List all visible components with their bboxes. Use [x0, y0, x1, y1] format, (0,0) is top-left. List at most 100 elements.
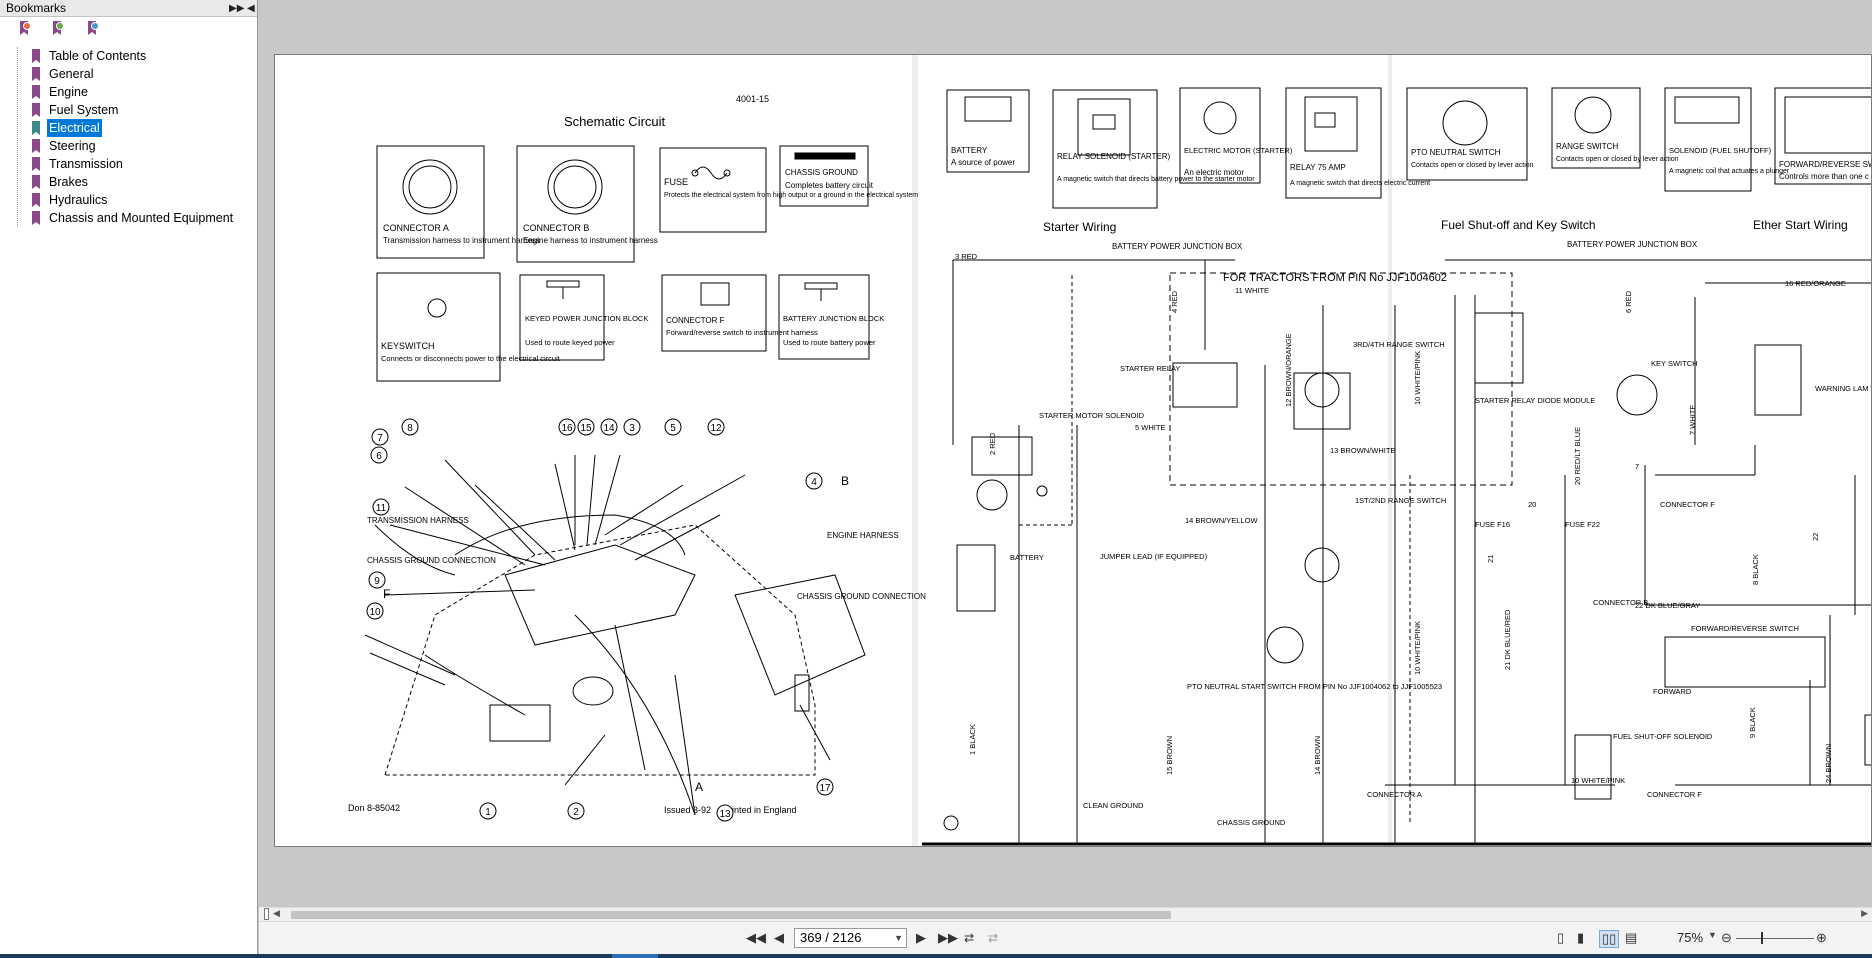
wire-label: 8 BLACK: [1751, 554, 1760, 585]
legend-desc-6: A magnetic coil that actuates a plunger: [1669, 168, 1790, 175]
scroll-right-icon[interactable]: ▶: [1861, 908, 1868, 918]
navigation-toolbar: ◀◀ ◀ 369 / 2126 ▼ ▶ ▶▶ ⇄ ⇄ ▯ ▮ ▯▯ ▤ 75% …: [259, 921, 1872, 954]
bookmark-icon: [32, 139, 40, 153]
page-dropdown-icon[interactable]: ▼: [894, 933, 903, 943]
zoom-in-icon[interactable]: ⊕: [1816, 930, 1827, 945]
legend-title-1: RELAY SOLENOID (STARTER): [1057, 152, 1171, 161]
component-label: WARNING LAM TEST RELAY: [1815, 384, 1872, 393]
footer-printed: Printed in England: [723, 805, 797, 815]
next-page-icon[interactable]: ▶: [916, 930, 926, 945]
label-transmission-harness: TRANSMISSION HARNESS: [367, 516, 469, 525]
box-desc-3: Completes battery circuit: [785, 181, 874, 190]
callout-label: 16: [561, 423, 573, 434]
bookmark-icon: [32, 211, 40, 225]
component-label: CONNECTOR F: [1660, 500, 1715, 509]
resize-grip[interactable]: [264, 908, 269, 920]
callout-number: 13: [716, 804, 734, 822]
box-desc-7: Used to route battery power: [783, 338, 876, 347]
box-desc-2: Protects the electrical system from high…: [664, 192, 918, 199]
bookmark-item[interactable]: Brakes: [0, 173, 258, 191]
box-title-7: BATTERY JUNCTION BLOCK: [783, 314, 884, 323]
bookmark-item[interactable]: Steering: [0, 137, 258, 155]
bookmark-item[interactable]: Transmission: [0, 155, 258, 173]
bookmark-icon: [32, 67, 40, 81]
label-chassis-ground-2: CHASSIS GROUND CONNECTION: [797, 592, 926, 601]
next-view-icon[interactable]: ⇄: [988, 931, 999, 945]
component-label: STARTER MOTOR SOLENOID: [1039, 411, 1145, 420]
box-title-4: KEYSWITCH: [381, 341, 435, 351]
zoom-level[interactable]: 75%: [1677, 930, 1704, 945]
callout-label: 13: [719, 809, 731, 820]
wire-label: 12 BROWN/ORANGE: [1284, 333, 1293, 407]
wire-label: 20: [1528, 500, 1536, 509]
wire-label: 14 BROWN/YELLOW: [1185, 516, 1258, 525]
bookmark-icon: [32, 175, 40, 189]
zoom-slider-track[interactable]: [1736, 938, 1814, 939]
zoom-dropdown-icon[interactable]: ▼: [1708, 930, 1717, 940]
bookmark-item[interactable]: Chassis and Mounted Equipment: [0, 209, 258, 227]
legend-title-5: RANGE SWITCH: [1556, 142, 1618, 151]
callout-number: 3: [623, 418, 641, 436]
bookmarks-toolbar: [0, 17, 257, 39]
bookmark-item[interactable]: Fuel System: [0, 101, 258, 119]
collapse-panel-icon[interactable]: ◀: [247, 3, 255, 14]
legend-title-3: RELAY 75 AMP: [1290, 163, 1346, 172]
bookmark-item[interactable]: General: [0, 65, 258, 83]
label-f: F: [383, 587, 390, 601]
bookmark-item[interactable]: Engine: [0, 83, 258, 101]
callout-label: 3: [629, 423, 635, 434]
wire-label: 6 RED: [1624, 290, 1633, 313]
legend-title-7: FORWARD/REVERSE SW: [1779, 160, 1872, 169]
bookmark-item[interactable]: Electrical: [0, 119, 258, 137]
callout-label: 5: [670, 423, 676, 434]
bookmark-item[interactable]: Table of Contents: [0, 47, 258, 65]
prev-page-icon[interactable]: ◀: [774, 930, 784, 945]
first-page-icon[interactable]: ◀◀: [746, 930, 766, 945]
facing-pages-icon[interactable]: ▯▯: [1599, 930, 1620, 948]
component-label: BATTERY: [1010, 553, 1044, 562]
collapse-bookmark-icon[interactable]: [85, 20, 101, 36]
legend-title-2: ELECTRIC MOTOR (STARTER): [1184, 146, 1293, 155]
footer-issued: Issued 3-92: [664, 805, 711, 815]
continuous-facing-icon[interactable]: ▤: [1625, 930, 1638, 945]
prev-view-icon[interactable]: ⇄: [964, 931, 975, 945]
expand-bookmark-icon[interactable]: [50, 20, 66, 36]
legend-title-4: PTO NEUTRAL SWITCH: [1411, 148, 1501, 157]
box-desc-6: Forward/reverse switch to instrument har…: [666, 328, 818, 337]
legend-desc-4: Contacts open or closed by lever action: [1411, 162, 1534, 169]
zoom-slider-thumb[interactable]: [1761, 932, 1763, 944]
callout-number: 14: [600, 418, 618, 436]
expand-panel-icon[interactable]: ▶▶: [229, 3, 245, 14]
wire-label: 9 BLACK: [1748, 707, 1757, 738]
callout-label: 8: [407, 423, 413, 434]
scroll-left-icon[interactable]: ◀: [273, 908, 280, 918]
bookmark-label: Fuel System: [49, 103, 119, 117]
bookmarks-header: Bookmarks ▶▶ ◀: [0, 0, 257, 17]
wire-label: 7: [1635, 462, 1639, 471]
callout-number: 2: [567, 802, 585, 820]
component-label: FUSE F22: [1565, 520, 1600, 529]
taskbar-strip: [0, 954, 1872, 958]
last-page-icon[interactable]: ▶▶: [938, 930, 958, 945]
page-number-input[interactable]: 369 / 2126 ▼: [794, 928, 907, 948]
horizontal-scrollbar[interactable]: ◀ ▶: [269, 907, 1872, 921]
for-tractors-label: FOR TRACTORS FROM PIN No JJF1004602: [1223, 272, 1447, 284]
component-label: JUMPER LEAD (IF EQUIPPED): [1100, 552, 1208, 561]
bookmark-item[interactable]: Hydraulics: [0, 191, 258, 209]
wire-label: 7 WHITE: [1688, 405, 1697, 435]
callout-label: 1: [485, 807, 491, 818]
callout-label: 9: [374, 576, 380, 587]
section-title-starter: Starter Wiring: [1043, 220, 1116, 234]
continuous-page-icon[interactable]: ▮: [1577, 930, 1585, 945]
scrollbar-thumb[interactable]: [291, 911, 1171, 919]
callout-label: 10: [369, 607, 381, 618]
single-page-icon[interactable]: ▯: [1557, 930, 1565, 945]
zoom-out-icon[interactable]: ⊖: [1721, 930, 1732, 945]
taskbar-active-app: [612, 954, 658, 958]
new-bookmark-icon[interactable]: [17, 20, 33, 36]
box-title-1: CONNECTOR B: [523, 223, 589, 233]
